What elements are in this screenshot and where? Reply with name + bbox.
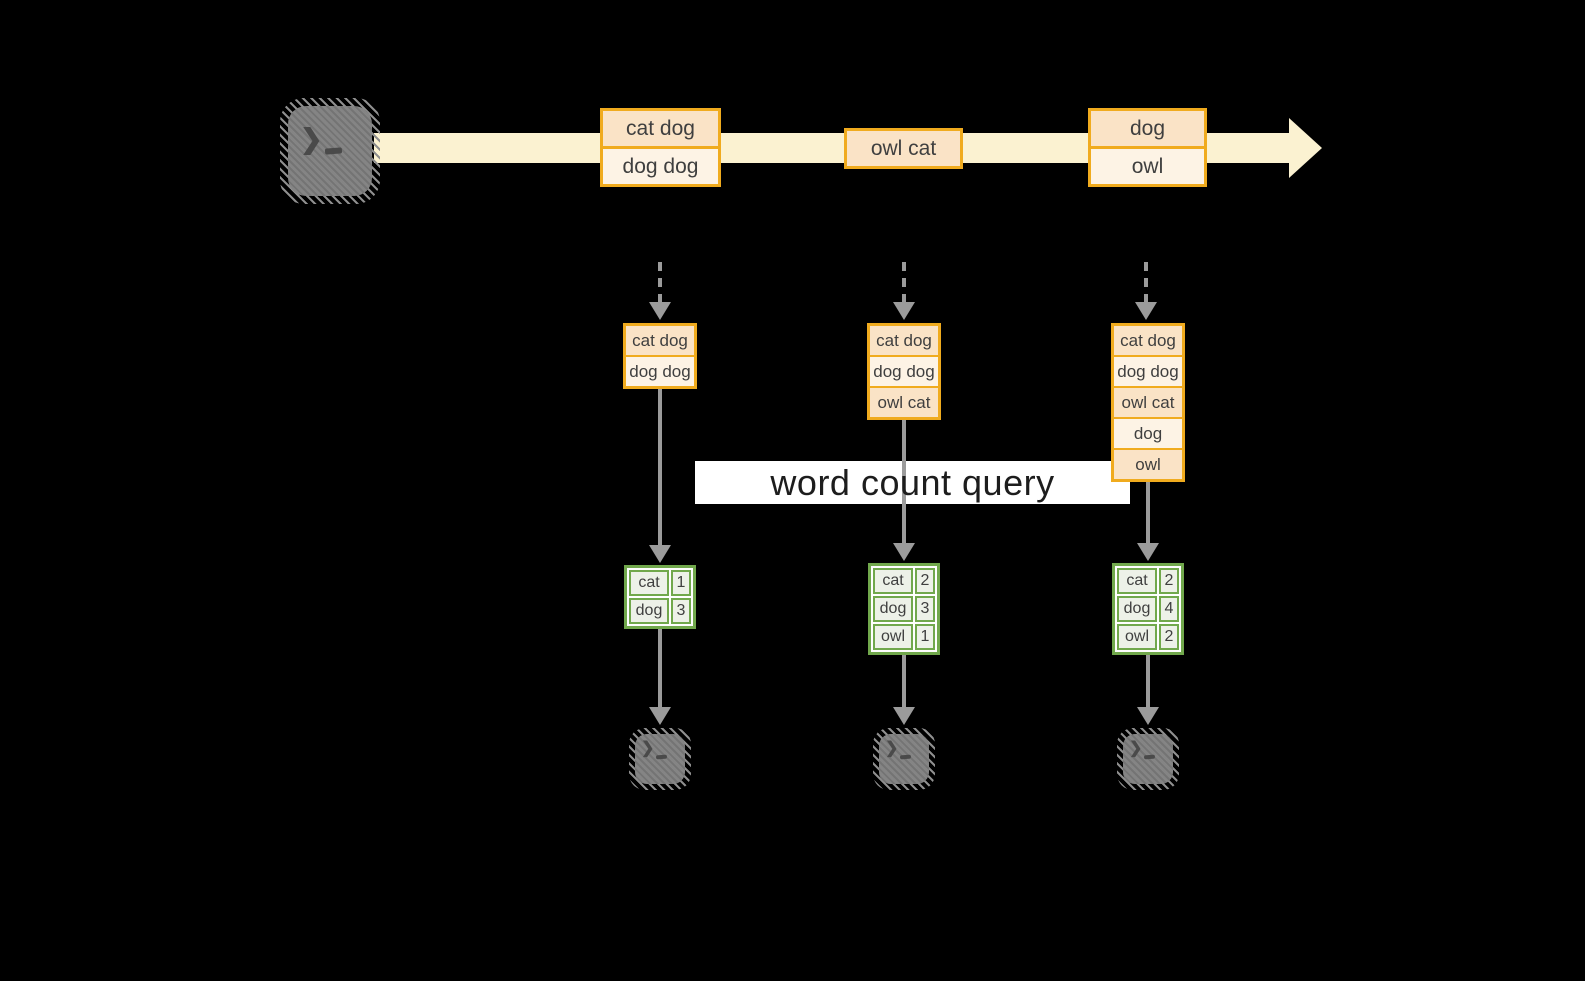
stream-event-row: dog	[1091, 111, 1204, 146]
terminal-prompt-icon: ❯	[641, 740, 655, 757]
stream-event-row: dog dog	[603, 149, 718, 184]
stream-arrowhead	[1289, 118, 1322, 178]
count-value: 2	[1159, 568, 1179, 594]
stream-event-row: owl cat	[847, 131, 960, 166]
count-value: 3	[671, 598, 691, 624]
flow-arrow	[658, 389, 662, 545]
buffer-row: dog	[1114, 419, 1182, 448]
count-word: dog	[629, 598, 669, 624]
buffer-box: cat dog dog dog	[623, 323, 697, 389]
buffer-row: dog dog	[626, 357, 694, 386]
count-value: 1	[915, 624, 935, 650]
stream-event-row: cat dog	[603, 111, 718, 146]
count-word: cat	[1117, 568, 1157, 594]
consumer-terminal-icon: ❯	[873, 728, 935, 790]
flow-arrowhead	[1137, 543, 1159, 561]
buffer-row: owl cat	[870, 388, 938, 417]
count-word: cat	[873, 568, 913, 594]
count-value: 2	[1159, 624, 1179, 650]
buffer-row: owl cat	[1114, 388, 1182, 417]
flow-arrowhead	[893, 543, 915, 561]
consumer-terminal-icon: ❯	[629, 728, 691, 790]
terminal-prompt-icon: ❯	[300, 124, 323, 154]
buffer-row: dog dog	[870, 357, 938, 386]
terminal-prompt-icon: ❯	[1129, 740, 1143, 757]
terminal-cursor-icon	[899, 754, 912, 760]
source-terminal-icon: ❯	[280, 98, 380, 204]
flow-arrow	[1146, 655, 1150, 707]
flow-arrow	[658, 629, 662, 707]
flow-arrowhead	[649, 545, 671, 563]
stream-event-box: cat dog dog dog	[600, 108, 721, 187]
buffer-row: cat dog	[1114, 326, 1182, 355]
dashed-arrowhead	[649, 302, 671, 320]
buffer-box: cat dog dog dog owl cat dog owl	[1111, 323, 1185, 482]
count-value: 1	[671, 570, 691, 596]
dashed-arrow	[902, 262, 906, 302]
consumer-terminal-icon: ❯	[1117, 728, 1179, 790]
buffer-row: owl	[1114, 450, 1182, 479]
flow-arrow	[902, 655, 906, 707]
count-word: cat	[629, 570, 669, 596]
stream-event-box: owl cat	[844, 128, 963, 169]
count-word: dog	[1117, 596, 1157, 622]
dashed-arrow	[1144, 262, 1148, 302]
count-word: owl	[1117, 624, 1157, 650]
buffer-row: cat dog	[870, 326, 938, 355]
count-value: 2	[915, 568, 935, 594]
query-label: word count query	[770, 461, 1055, 503]
count-word: owl	[873, 624, 913, 650]
count-value: 3	[915, 596, 935, 622]
terminal-prompt-icon: ❯	[885, 740, 899, 757]
count-value: 4	[1159, 596, 1179, 622]
terminal-cursor-icon	[655, 754, 668, 760]
terminal-cursor-icon	[1143, 754, 1156, 760]
dashed-arrowhead	[893, 302, 915, 320]
count-word: dog	[873, 596, 913, 622]
flow-arrow	[902, 420, 906, 543]
dashed-arrowhead	[1135, 302, 1157, 320]
flow-arrowhead	[649, 707, 671, 725]
stream-event-box: dog owl	[1088, 108, 1207, 187]
count-table: cat 2 dog 4 owl 2	[1112, 563, 1184, 655]
count-table: cat 1 dog 3	[624, 565, 696, 629]
query-label-band	[695, 461, 1130, 504]
stream-event-row: owl	[1091, 149, 1204, 184]
buffer-row: cat dog	[626, 326, 694, 355]
buffer-row: dog dog	[1114, 357, 1182, 386]
count-table: cat 2 dog 3 owl 1	[868, 563, 940, 655]
terminal-cursor-icon	[324, 147, 343, 155]
flow-arrow	[1146, 482, 1150, 543]
dashed-arrow	[658, 262, 662, 302]
buffer-box: cat dog dog dog owl cat	[867, 323, 941, 420]
flow-arrowhead	[1137, 707, 1159, 725]
flow-arrowhead	[893, 707, 915, 725]
